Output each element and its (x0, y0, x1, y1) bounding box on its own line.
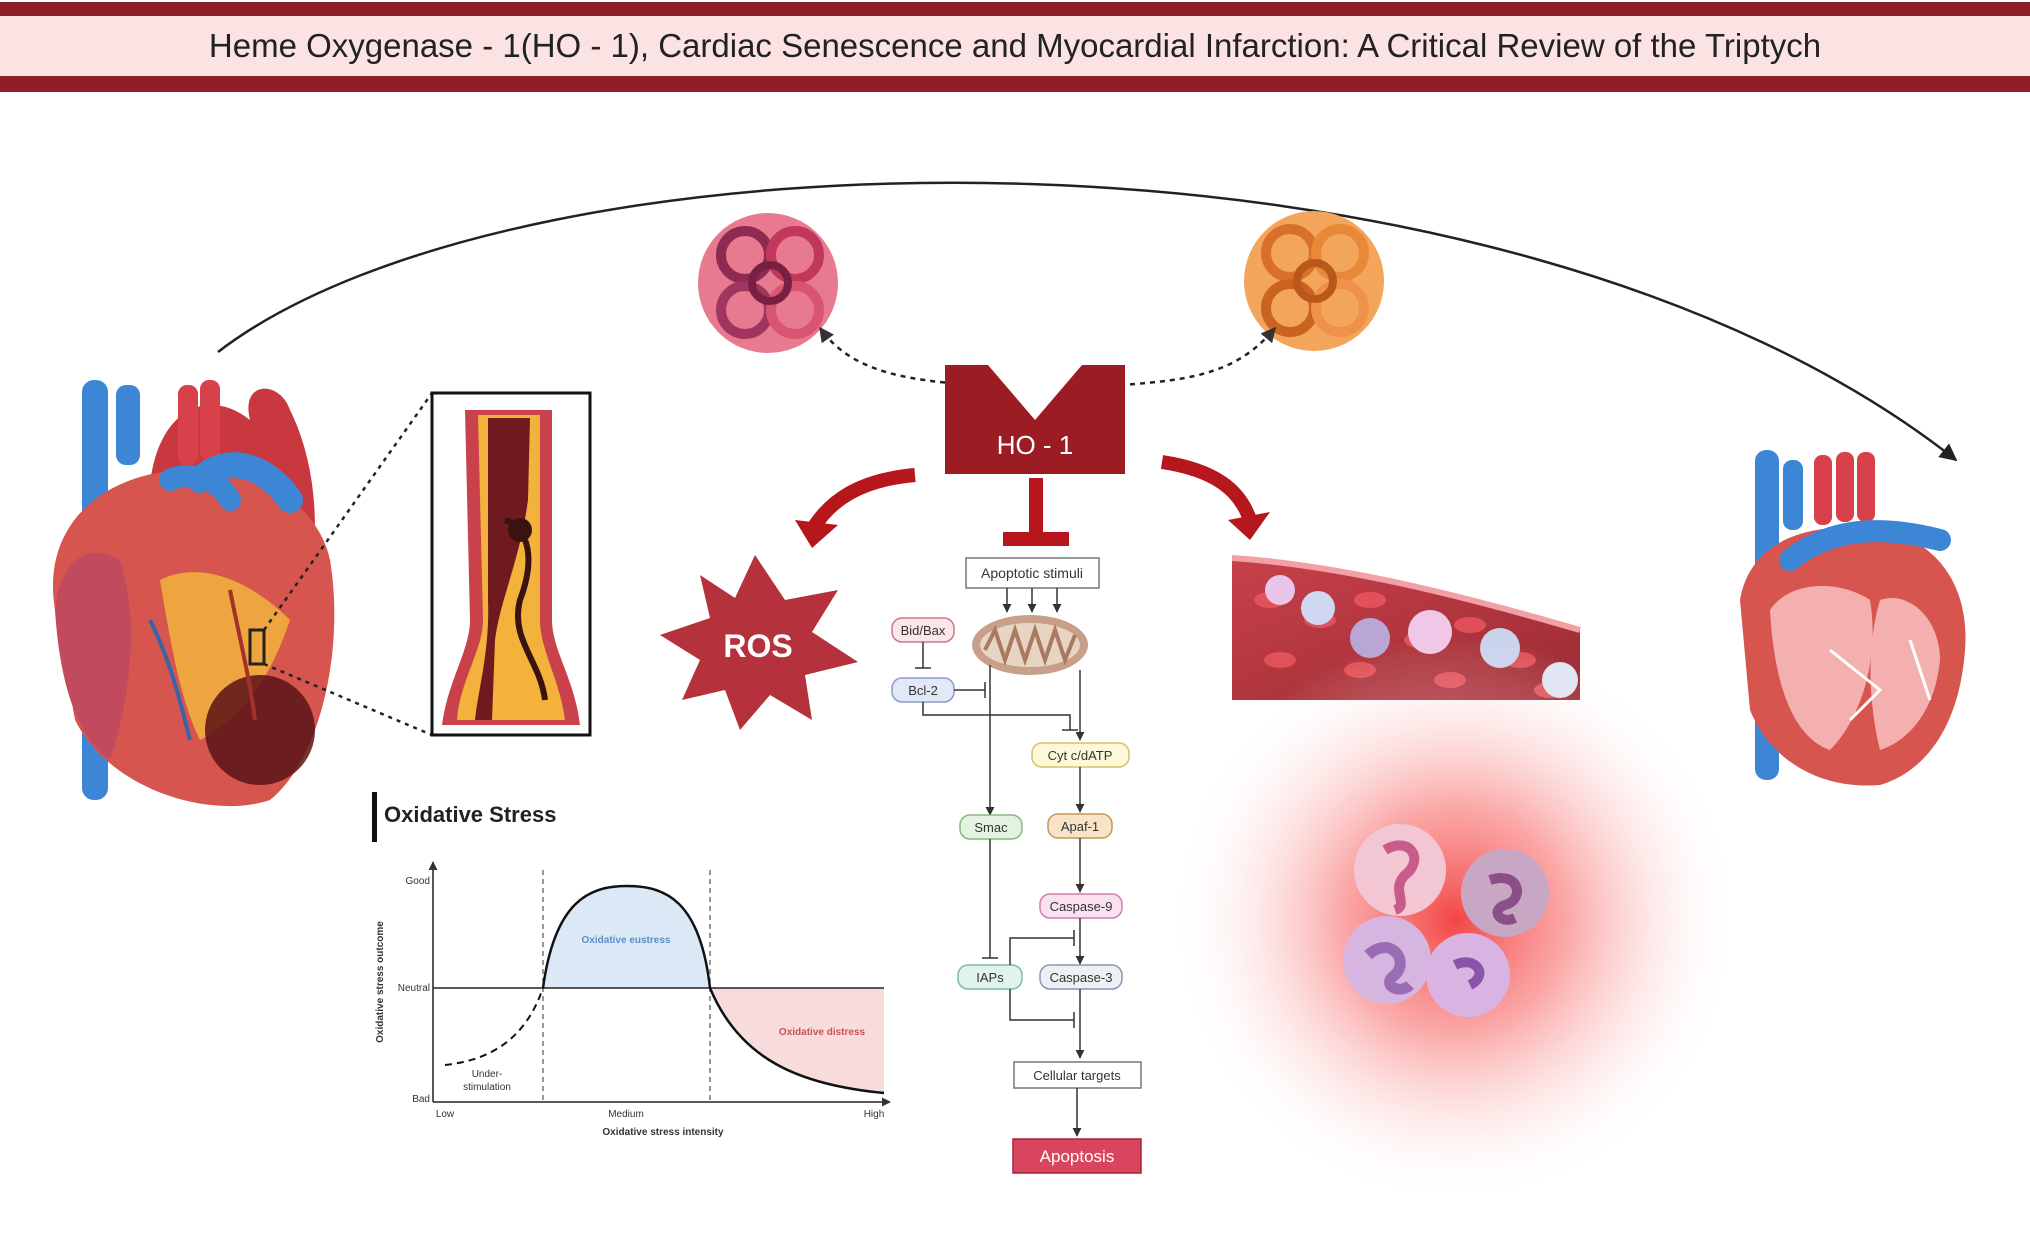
inhibit-bcl2-mito (954, 682, 986, 698)
red-arrow-to-vessel (1160, 455, 1257, 523)
label-bcl2: Bcl-2 (908, 683, 938, 698)
dashed-arrow-left (818, 326, 976, 387)
curve-under (444, 987, 544, 1066)
heart-cross-section (1740, 450, 1966, 786)
zoom-line-top (262, 392, 434, 631)
y-tick-neutral: Neutral (398, 983, 430, 994)
curve-distress (708, 987, 885, 1095)
box-smac (959, 814, 1023, 840)
x-tick-medium: Medium (608, 1109, 644, 1120)
y-tick-bad: Bad (412, 1094, 430, 1105)
label-cellular-targets: Cellular targets (1033, 1068, 1121, 1083)
y-axis-label: Oxidative stress outcome (375, 921, 386, 1043)
inhibit-iaps-targets (1009, 989, 1075, 1028)
box-iaps (957, 964, 1023, 990)
dashed-arrow-right (1119, 326, 1276, 387)
box-apoptosis (1012, 1138, 1142, 1174)
ros-starburst: ROS (660, 555, 858, 730)
chart-heading: Oxidative Stress (384, 802, 556, 827)
apoptosis-pathway: Apoptotic stimuli Bid/Bax Bcl-2 Cyt c/dA… (891, 557, 1142, 1174)
protein-right-icon (1244, 211, 1384, 351)
heart-infarct-illustration (52, 380, 335, 807)
label-apoptosis: Apoptosis (1040, 1147, 1115, 1166)
distress-region (710, 988, 884, 1093)
x-tick-high: High (864, 1109, 885, 1120)
label-smac: Smac (974, 820, 1008, 835)
red-arrow-to-vessel-head (1228, 512, 1270, 540)
box-cellular-targets (1013, 1061, 1142, 1089)
banner-top-stripe (0, 2, 2030, 16)
label-cyt-c: Cyt c/dATP (1048, 748, 1113, 763)
ros-label: ROS (723, 628, 792, 664)
banner-band (0, 16, 2030, 76)
progression-arc (217, 181, 1958, 462)
box-caspase3 (1039, 964, 1123, 990)
x-tick-low: Low (436, 1109, 455, 1120)
distress-label: Oxidative distress (779, 1027, 866, 1038)
box-caspase9 (1039, 893, 1123, 919)
eustress-label: Oxidative eustress (582, 935, 671, 946)
inhibit-smac-iaps (982, 839, 998, 959)
ho1-label: HO - 1 (997, 430, 1074, 460)
inhibition-bar (1003, 532, 1069, 546)
inhibit-iaps-casp9 (1009, 930, 1075, 965)
red-arrow-to-ros (805, 468, 916, 534)
page-title: Heme Oxygenase - 1(HO - 1), Cardiac Sene… (208, 27, 1822, 64)
label-bid-bax: Bid/Bax (901, 623, 946, 638)
label-iaps: IAPs (976, 970, 1004, 985)
inhibit-bidbax-bcl2 (915, 642, 931, 669)
inhibition-stem (1029, 478, 1043, 538)
box-apoptotic-stimuli (965, 557, 1100, 589)
oxidative-stress-chart: Oxidative Stress Good Neutral Bad Low Me… (372, 792, 891, 1138)
immune-cells (1343, 824, 1549, 1017)
title-banner: Heme Oxygenase - 1(HO - 1), Cardiac Sene… (0, 0, 2030, 94)
inflammation-glow (1170, 635, 1740, 1205)
chart-heading-bar (372, 792, 377, 842)
eustress-region (543, 886, 710, 988)
y-tick-good: Good (406, 876, 430, 887)
label-apaf1: Apaf-1 (1061, 819, 1099, 834)
curve-eustress (541, 884, 712, 989)
label-caspase9: Caspase-9 (1050, 899, 1113, 914)
label-apoptotic-stimuli: Apoptotic stimuli (981, 565, 1083, 581)
under-label-1: Under- (472, 1069, 503, 1080)
zoom-line-bottom (263, 662, 433, 737)
banner-bottom-stripe (0, 76, 2030, 92)
artery-inset (430, 391, 592, 737)
x-axis-label: Oxidative stress intensity (602, 1127, 724, 1138)
under-label-2: stimulation (463, 1082, 511, 1093)
red-arrow-to-ros-head (795, 520, 838, 548)
label-caspase3: Caspase-3 (1050, 970, 1113, 985)
inhibit-bcl2-cytc (922, 702, 1078, 731)
protein-left-icon (698, 213, 838, 353)
ho1-enzyme: HO - 1 (945, 365, 1125, 474)
mitochondrion-icon (972, 615, 1088, 675)
